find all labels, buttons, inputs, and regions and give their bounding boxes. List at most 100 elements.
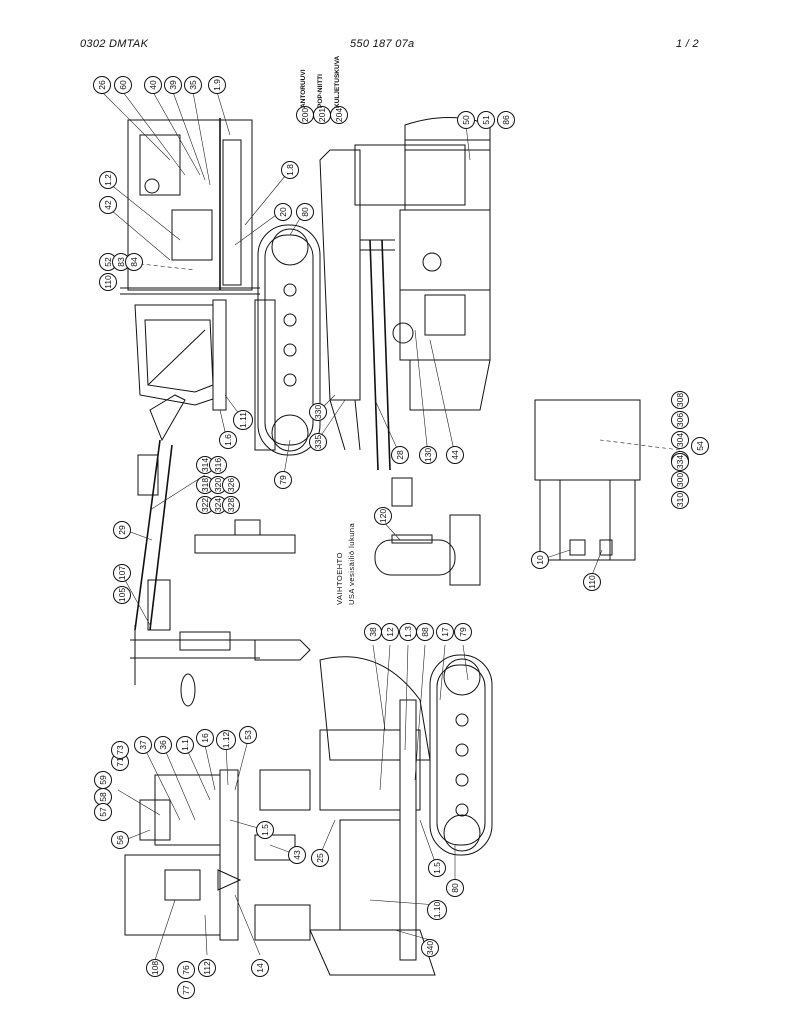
callout-circle: [196, 729, 214, 747]
callout-label: 84: [129, 257, 139, 267]
callout-76: 76: [177, 961, 195, 979]
callout-36: 36: [154, 736, 172, 754]
callout-label: 71: [115, 757, 125, 767]
callout-label: 42: [103, 200, 113, 210]
callout-label: 130: [423, 448, 433, 462]
callout-circle: [154, 736, 172, 754]
callout-label: 308: [675, 393, 685, 407]
callout-circle: [583, 573, 601, 591]
callout-39: 39: [164, 76, 182, 94]
callout-circle: [176, 736, 194, 754]
callout-circle: [177, 961, 195, 979]
callout-label: 80: [300, 207, 310, 217]
callout-label: 310: [675, 493, 685, 507]
callout-200: 200: [296, 106, 314, 124]
callout-label: 14: [255, 963, 265, 973]
callout-circle: [381, 623, 399, 641]
callout-20: 20: [274, 203, 292, 221]
callout-80: 80: [446, 879, 464, 897]
callout-label: 1.8: [285, 164, 295, 176]
callout-28: 28: [391, 446, 409, 464]
drawing-code: 0302 DMTAK: [80, 38, 149, 50]
callout-54: 54: [691, 437, 709, 455]
callout-circle: [288, 846, 306, 864]
callout-10: 10: [531, 551, 549, 569]
callout-label: 35: [188, 80, 198, 90]
callout-14: 14: [251, 959, 269, 977]
callout-circle: [671, 491, 689, 509]
callout-57: 57: [94, 803, 112, 821]
callout-label: 1.9: [212, 79, 222, 91]
callout-label: 1.3: [403, 626, 413, 638]
callout-circle: [216, 730, 236, 750]
callout-12: 12: [381, 623, 399, 641]
callout-circle: [419, 446, 437, 464]
callout-326: 326: [222, 476, 240, 494]
callout-circle: [144, 76, 162, 94]
callout-300: 300: [671, 471, 689, 489]
callout-circle: [436, 623, 454, 641]
callout-1.2: 1.2: [99, 171, 117, 189]
callout-1.12: 1.12: [216, 730, 236, 750]
callout-316: 316: [209, 456, 227, 474]
callout-80: 80: [296, 203, 314, 221]
callout-label: 1.2: [103, 174, 113, 186]
callout-circle: [222, 476, 240, 494]
callout-79: 79: [454, 623, 472, 641]
callout-circle: [233, 410, 253, 430]
callout-label: 60: [118, 80, 128, 90]
callout-label: 77: [181, 985, 191, 995]
callout-1.5: 1.5: [428, 859, 446, 877]
callout-circle: [457, 111, 475, 129]
callout-335: 335: [309, 433, 327, 451]
callout-26: 26: [93, 76, 111, 94]
callout-label: 120: [378, 509, 388, 523]
callout-label: 54: [695, 441, 705, 451]
callout-circle: [177, 981, 195, 999]
callout-label: 28: [395, 450, 405, 460]
callout-1.11: 1.11: [233, 410, 253, 430]
callout-circle: [251, 959, 269, 977]
callout-60: 60: [114, 76, 132, 94]
callout-38: 38: [364, 623, 382, 641]
callout-label: 51: [481, 115, 491, 125]
callout-label: 1.11: [238, 412, 248, 428]
callout-label: 36: [158, 740, 168, 750]
callout-40: 40: [144, 76, 162, 94]
callout-label: 76: [181, 965, 191, 975]
page-number: 1 / 2: [676, 38, 699, 50]
callout-label: 110: [103, 275, 113, 289]
callout-label: 79: [278, 475, 288, 485]
callout-circle: [274, 471, 292, 489]
callout-circle: [222, 496, 240, 514]
note-antoruuvi: ANTORUUVI: [300, 69, 307, 108]
callout-label: 43: [292, 850, 302, 860]
callout-110: 110: [99, 273, 117, 291]
callout-circle: [446, 879, 464, 897]
callout-label: 16: [200, 733, 210, 743]
callout-59: 59: [94, 771, 112, 789]
callout-label: 37: [138, 740, 148, 750]
callout-201: 201: [313, 106, 331, 124]
callout-circle: [99, 171, 117, 189]
callout-label: 12: [385, 627, 395, 637]
leader-lines: [101, 91, 681, 961]
callout-label: 340: [425, 941, 435, 955]
callout-label: 334: [675, 455, 685, 469]
callout-circle: [477, 111, 495, 129]
callout-circle: [114, 76, 132, 94]
callout-1.9: 1.9: [208, 76, 226, 94]
callout-330: 330: [309, 403, 327, 421]
callout-label: 335: [313, 435, 323, 449]
callout-310: 310: [671, 491, 689, 509]
callout-label: 300: [675, 473, 685, 487]
callout-1.8: 1.8: [281, 161, 299, 179]
callout-label: 200: [300, 108, 310, 122]
callout-circle: [111, 741, 129, 759]
callout-label: 1.6: [223, 434, 233, 446]
callout-43: 43: [288, 846, 306, 864]
callout-label: 1.1: [180, 739, 190, 751]
callout-label: 79: [458, 627, 468, 637]
callout-label: 17: [440, 627, 450, 637]
